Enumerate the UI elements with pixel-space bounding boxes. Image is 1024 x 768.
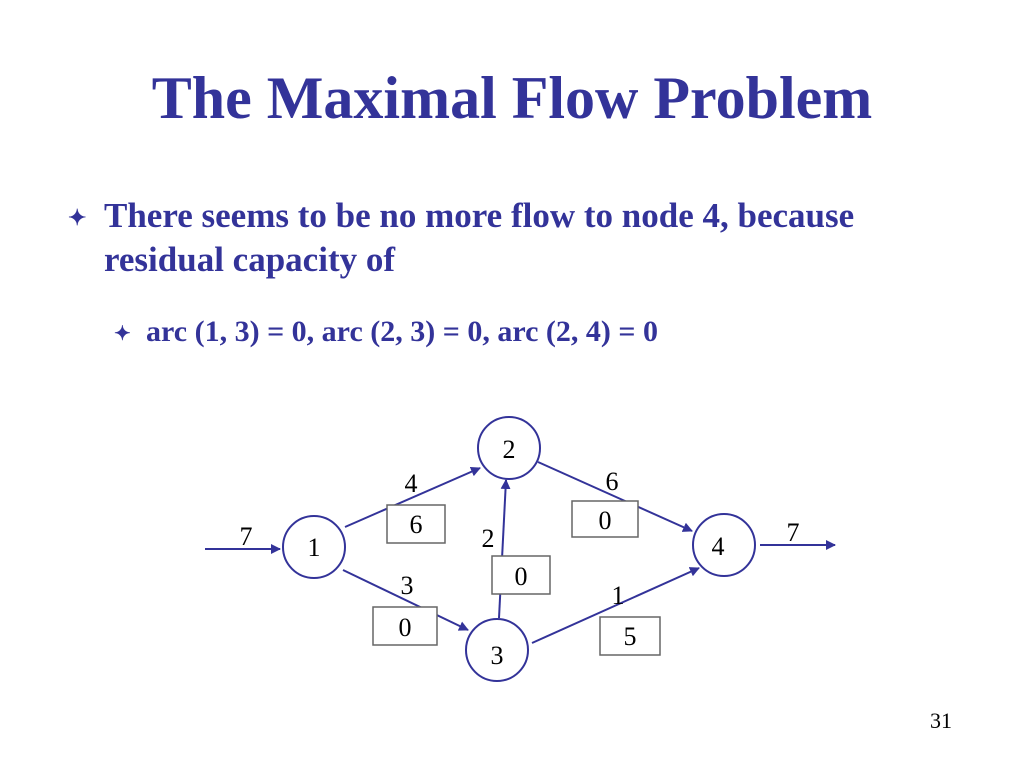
node-3 bbox=[465, 618, 529, 682]
bullet-marker-icon: ✦ bbox=[68, 205, 87, 230]
arc-1-3 bbox=[342, 569, 469, 631]
residual-value-1-3: 0 bbox=[399, 613, 412, 642]
node-4 bbox=[692, 513, 756, 577]
sub-bullet-marker-icon: ✦ bbox=[114, 323, 131, 345]
arc-label-3-2: 2 bbox=[482, 524, 495, 553]
bullet-item: ✦ There seems to be no more flow to node… bbox=[68, 194, 968, 282]
node-1 bbox=[282, 515, 346, 579]
arc-label-1-3: 3 bbox=[401, 571, 414, 600]
slide-title: The Maximal Flow Problem bbox=[151, 65, 873, 131]
residual-box-2-4 bbox=[571, 500, 639, 538]
residual-value-2-4: 0 bbox=[599, 506, 612, 535]
residual-box-3-4 bbox=[599, 616, 661, 656]
residual-value-3-2: 0 bbox=[515, 562, 528, 591]
arc-label-3-4: 1 bbox=[612, 581, 625, 610]
arc-3-4 bbox=[531, 567, 700, 644]
node-label-2: 2 bbox=[503, 435, 516, 464]
residual-box-3-2 bbox=[491, 555, 551, 595]
inflow-label: 7 bbox=[240, 522, 253, 551]
residual-value-3-4: 5 bbox=[624, 622, 637, 651]
residual-box-1-3 bbox=[372, 606, 438, 646]
sub-bullet-text: arc (1, 3) = 0, arc (2, 3) = 0, arc (2, … bbox=[146, 315, 658, 348]
sub-bullet-item: ✦ arc (1, 3) = 0, arc (2, 3) = 0, arc (2… bbox=[114, 314, 964, 350]
node-label-4: 4 bbox=[712, 532, 725, 561]
node-2 bbox=[477, 416, 541, 480]
node-label-3: 3 bbox=[491, 641, 504, 670]
outflow-label: 7 bbox=[787, 518, 800, 547]
bullet-text: There seems to be no more flow to node 4… bbox=[104, 196, 855, 279]
node-label-1: 1 bbox=[308, 533, 321, 562]
arc-label-1-2: 4 bbox=[405, 469, 418, 498]
residual-value-1-2: 6 bbox=[410, 510, 423, 539]
slide-number: 31 bbox=[930, 708, 952, 733]
arc-label-2-4: 6 bbox=[606, 467, 619, 496]
residual-box-1-2 bbox=[386, 504, 446, 544]
arc-3-2 bbox=[498, 479, 511, 619]
arc-1-2 bbox=[344, 467, 481, 528]
arc-2-4 bbox=[537, 461, 693, 532]
